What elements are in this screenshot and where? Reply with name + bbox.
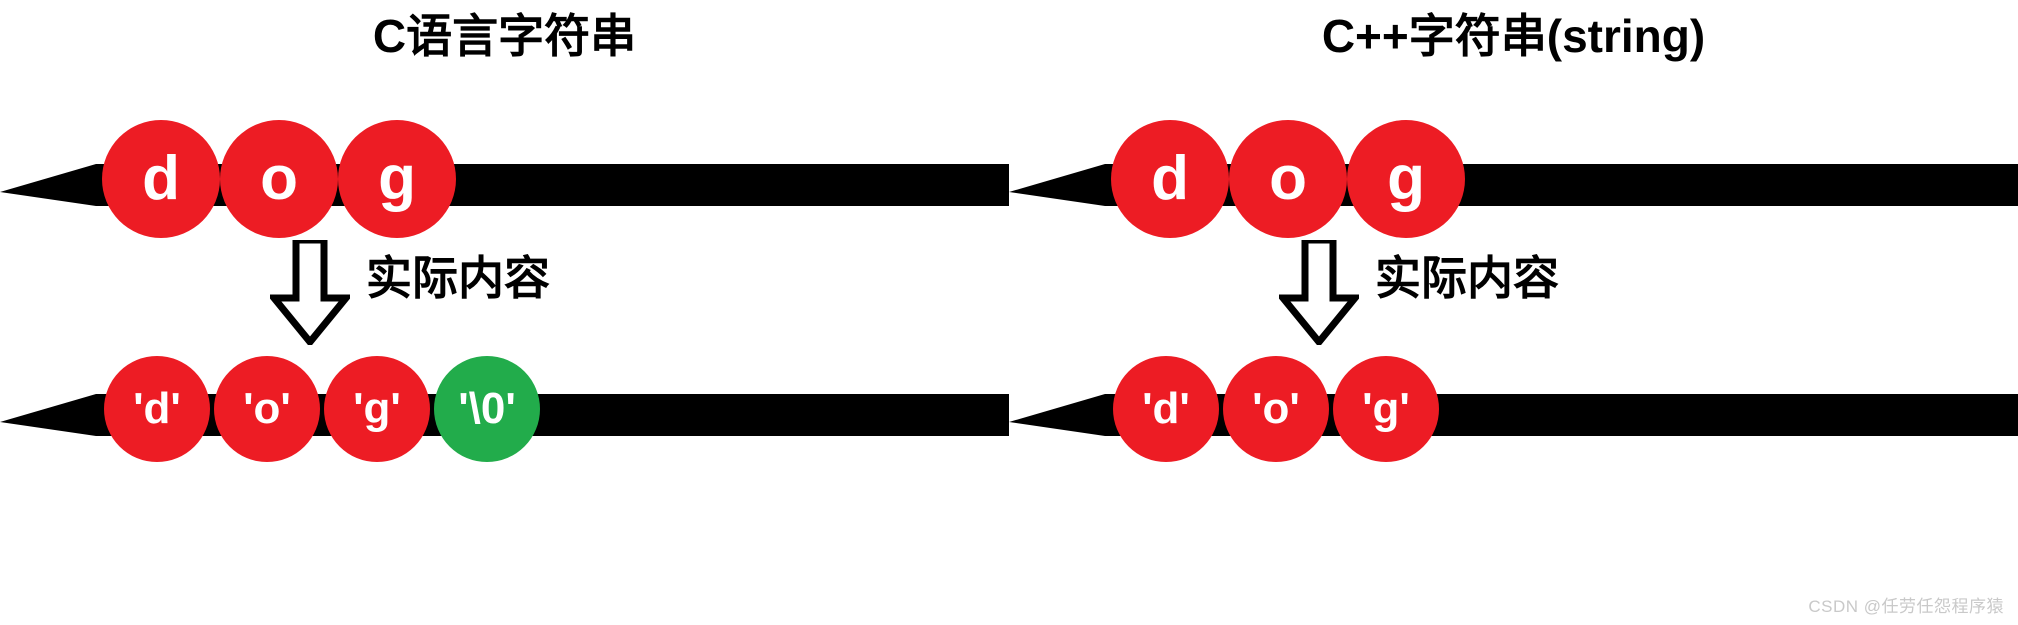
char-node-d: d [1111,120,1229,238]
actual-content-label: 实际内容 [1375,252,1559,304]
char-node-o-quoted: 'o' [214,356,320,462]
char-node-d-quoted: 'd' [104,356,210,462]
char-node-o: o [220,120,338,238]
char-node-d: d [102,120,220,238]
char-node-d-quoted: 'd' [1113,356,1219,462]
char-node-o: o [1229,120,1347,238]
panel-c-string: C语言字符串 d o g 实际内容 'd' 'o' 'g' '\0' [0,10,1009,470]
char-node-o-quoted: 'o' [1223,356,1329,462]
char-node-g: g [1347,120,1465,238]
char-node-g-quoted: 'g' [324,356,430,462]
down-arrow-icon [270,240,350,345]
panel-cpp-string: C++字符串(string) d o g 实际内容 'd' 'o' 'g' [1009,0,2018,625]
c-string-top-row: d o g [0,120,1009,240]
panel-title-cpp-string: C++字符串(string) [1321,10,1706,62]
char-node-g-quoted: 'g' [1333,356,1439,462]
down-arrow-icon [1279,240,1359,345]
char-node-null-terminator: '\0' [434,356,540,462]
char-node-g: g [338,120,456,238]
actual-content-label: 实际内容 [366,252,550,304]
cpp-string-bottom-row: 'd' 'o' 'g' [1009,350,2018,470]
c-string-bottom-row: 'd' 'o' 'g' '\0' [0,350,1009,470]
csdn-watermark: CSDN @任劳任怨程序猿 [1808,597,2004,616]
cpp-string-top-row: d o g [1009,120,2018,240]
panel-title-c-string: C语言字符串 [372,10,637,62]
